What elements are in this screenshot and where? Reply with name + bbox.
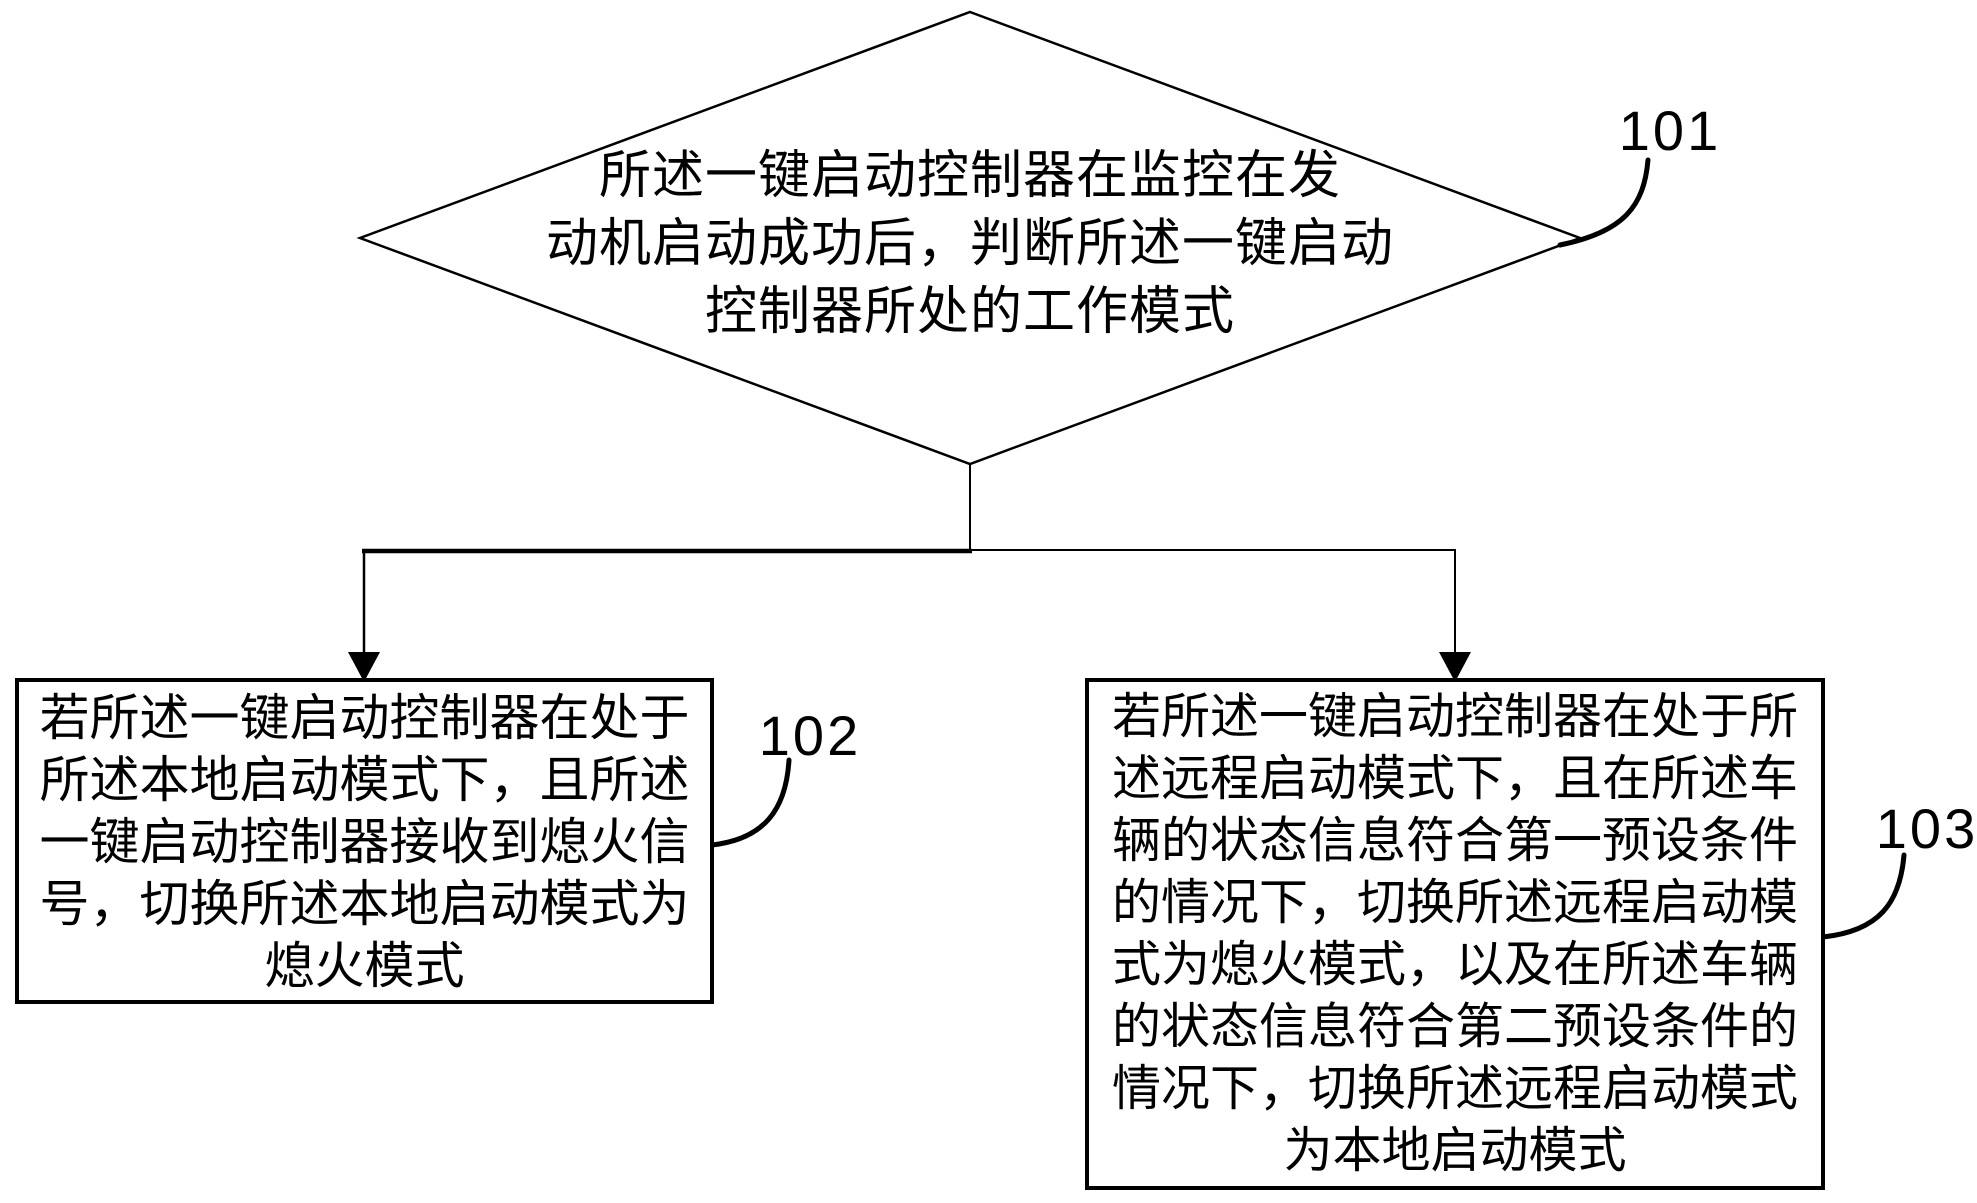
right-arrowhead-icon — [1439, 652, 1471, 682]
right-step-text-line: 为本地启动模式 — [1283, 1123, 1627, 1178]
leader-arc-102 — [709, 757, 792, 848]
decision-text-line: 动机启动成功后，判断所述一键启动 — [545, 216, 1394, 273]
decision-text-line: 控制器所处的工作模式 — [704, 284, 1235, 341]
decision-text: 所述一键启动控制器在监控在发 动机启动成功后，判断所述一键启动 控制器所处的工作… — [470, 143, 1470, 347]
left-step-text-line: 所述本地启动模式下，且所述 — [39, 752, 690, 808]
left-step-text-line: 一键启动控制器接收到熄火信 — [39, 814, 690, 870]
ref-label-101: 101 — [1618, 99, 1722, 162]
right-step-text-line: 若所述一键启动控制器在处于所 — [1111, 689, 1798, 744]
right-step-text-line: 的情况下，切换所述远程启动模 — [1111, 875, 1798, 930]
right-step-text-line: 式为熄火模式，以及在所述车辆 — [1111, 937, 1798, 992]
left-step-text-line: 熄火模式 — [264, 938, 465, 994]
ref-label-102: 102 — [758, 704, 862, 767]
left-step-text-line: 号，切换所述本地启动模式为 — [39, 876, 690, 932]
left-step-box: 若所述一键启动控制器在处于 所述本地启动模式下，且所述 一键启动控制器接收到熄火… — [15, 678, 714, 1004]
right-step-text-line: 的状态信息符合第二预设条件的 — [1111, 999, 1798, 1054]
leader-arc-103 — [1820, 852, 1907, 940]
right-step-box: 若所述一键启动控制器在处于所 述远程启动模式下，且在所述车 辆的状态信息符合第一… — [1085, 678, 1825, 1190]
left-arrowhead-icon — [348, 652, 380, 682]
right-step-text-line: 述远程启动模式下，且在所述车 — [1111, 751, 1798, 806]
right-step-text-line: 辆的状态信息符合第一预设条件 — [1111, 813, 1798, 868]
right-step-text-line: 情况下，切换所述远程启动模式 — [1111, 1061, 1798, 1116]
ref-label-103: 103 — [1875, 797, 1977, 860]
left-step-text-line: 若所述一键启动控制器在处于 — [39, 690, 690, 746]
leader-arc-101 — [1557, 157, 1651, 248]
decision-text-line: 所述一键启动控制器在监控在发 — [598, 148, 1341, 205]
